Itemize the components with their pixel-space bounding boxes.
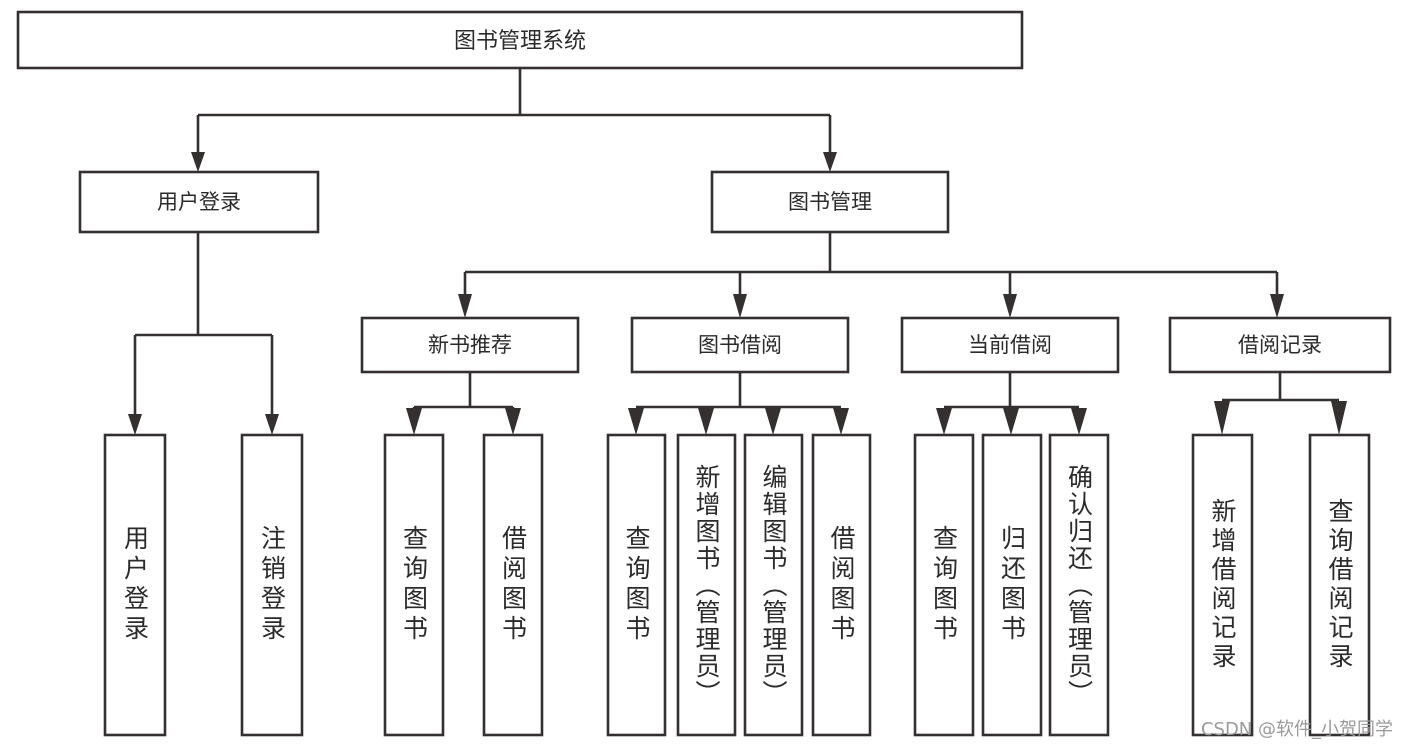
leaf-borrow-book-1-box[interactable] — [482, 433, 544, 737]
leaf-logout-box[interactable] — [240, 433, 304, 737]
leaf-borrow-book-2-box[interactable] — [811, 433, 872, 737]
root-box[interactable] — [16, 10, 1024, 70]
leaf-query-book-1-box[interactable] — [383, 433, 445, 737]
arrowhead-leaf-confirm-return — [1071, 408, 1087, 435]
connectors-book-borrow — [628, 372, 849, 435]
arrowhead-leaf-borrow-book-1 — [505, 408, 521, 435]
arrowhead-new-book-recommend — [458, 294, 472, 318]
arrowhead-leaf-borrow-book-2 — [833, 408, 849, 435]
leaf-return-book-box[interactable] — [981, 433, 1043, 737]
leaf-add-record-box[interactable] — [1191, 433, 1254, 737]
leaf-query-record-box[interactable] — [1308, 433, 1371, 737]
book-borrow-label: 图书借阅 — [698, 333, 782, 357]
user-login-box[interactable] — [78, 170, 320, 234]
book-manage-label: 图书管理 — [788, 190, 872, 214]
leaf-boxes — [103, 433, 1371, 737]
arrowhead-user-login — [191, 152, 205, 172]
connectors-new-book-recommend — [406, 372, 521, 435]
book-borrow-box[interactable] — [630, 316, 850, 374]
root-label: 图书管理系统 — [454, 29, 586, 54]
leaf-query-book-2-box[interactable] — [606, 433, 667, 737]
arrowhead-leaf-add-book — [698, 408, 714, 435]
book-manage-box[interactable] — [710, 170, 950, 234]
node-book-manage[interactable]: 图书管理 — [710, 170, 950, 234]
arrowhead-leaf-add-record — [1214, 401, 1230, 435]
borrow-record-box[interactable] — [1168, 316, 1392, 374]
connectors-current-borrow — [936, 372, 1087, 435]
connectors-book-manage — [458, 232, 1284, 318]
current-borrow-box[interactable] — [900, 316, 1120, 374]
arrowhead-leaf-query-record — [1331, 401, 1347, 435]
arrowhead-book-borrow — [733, 294, 747, 318]
leaf-user-login-box[interactable] — [103, 433, 167, 737]
arrowhead-book-manage — [823, 152, 837, 172]
arrowhead-leaf-return-book — [1003, 408, 1019, 435]
node-new-book-recommend[interactable]: 新书推荐 — [360, 316, 580, 374]
current-borrow-label: 当前借阅 — [968, 333, 1052, 357]
connectors-user-login — [128, 232, 279, 435]
arrowhead-leaf-query-book-1 — [406, 408, 422, 435]
new-book-recommend-label: 新书推荐 — [428, 333, 512, 357]
arrowhead-leaf-logout — [265, 414, 279, 435]
leaf-query-book-3-box[interactable] — [913, 433, 975, 737]
new-book-recommend-box[interactable] — [360, 316, 580, 374]
node-user-login[interactable]: 用户登录 — [78, 170, 320, 234]
connectors-borrow-record — [1214, 372, 1347, 435]
csdn-watermark: CSDN @软件_小贺同学 — [1200, 719, 1393, 740]
arrowhead-leaf-query-book-2 — [628, 408, 644, 435]
arrowhead-leaf-query-book-3 — [936, 408, 952, 435]
user-login-label: 用户登录 — [157, 190, 241, 214]
arrowhead-current-borrow — [1003, 294, 1017, 318]
node-borrow-record[interactable]: 借阅记录 — [1168, 316, 1392, 374]
borrow-record-label: 借阅记录 — [1238, 333, 1322, 357]
arrowhead-leaf-edit-book — [765, 408, 781, 435]
leaf-add-book-box[interactable] — [676, 433, 737, 737]
leaf-edit-book-box[interactable] — [743, 433, 804, 737]
node-root[interactable]: 图书管理系统 — [16, 10, 1024, 70]
node-book-borrow[interactable]: 图书借阅 — [630, 316, 850, 374]
arrowhead-borrow-record — [1270, 294, 1284, 318]
node-current-borrow[interactable]: 当前借阅 — [900, 316, 1120, 374]
connectors-root — [191, 68, 837, 172]
leaf-confirm-return-box[interactable] — [1048, 433, 1110, 737]
arrowhead-leaf-user-login — [128, 414, 142, 435]
